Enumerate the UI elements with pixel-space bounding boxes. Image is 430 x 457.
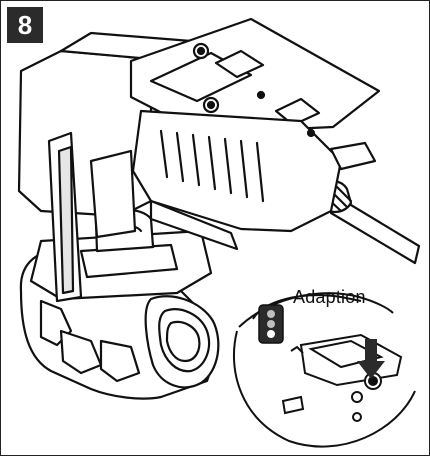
actuator-front <box>131 109 377 251</box>
led-indicator-icon <box>258 304 284 344</box>
adaption-label: Adaption <box>293 287 366 307</box>
actuator-top-cover <box>129 17 381 135</box>
press-arrow-icon <box>357 339 385 379</box>
step-number-badge: 8 <box>7 7 43 43</box>
